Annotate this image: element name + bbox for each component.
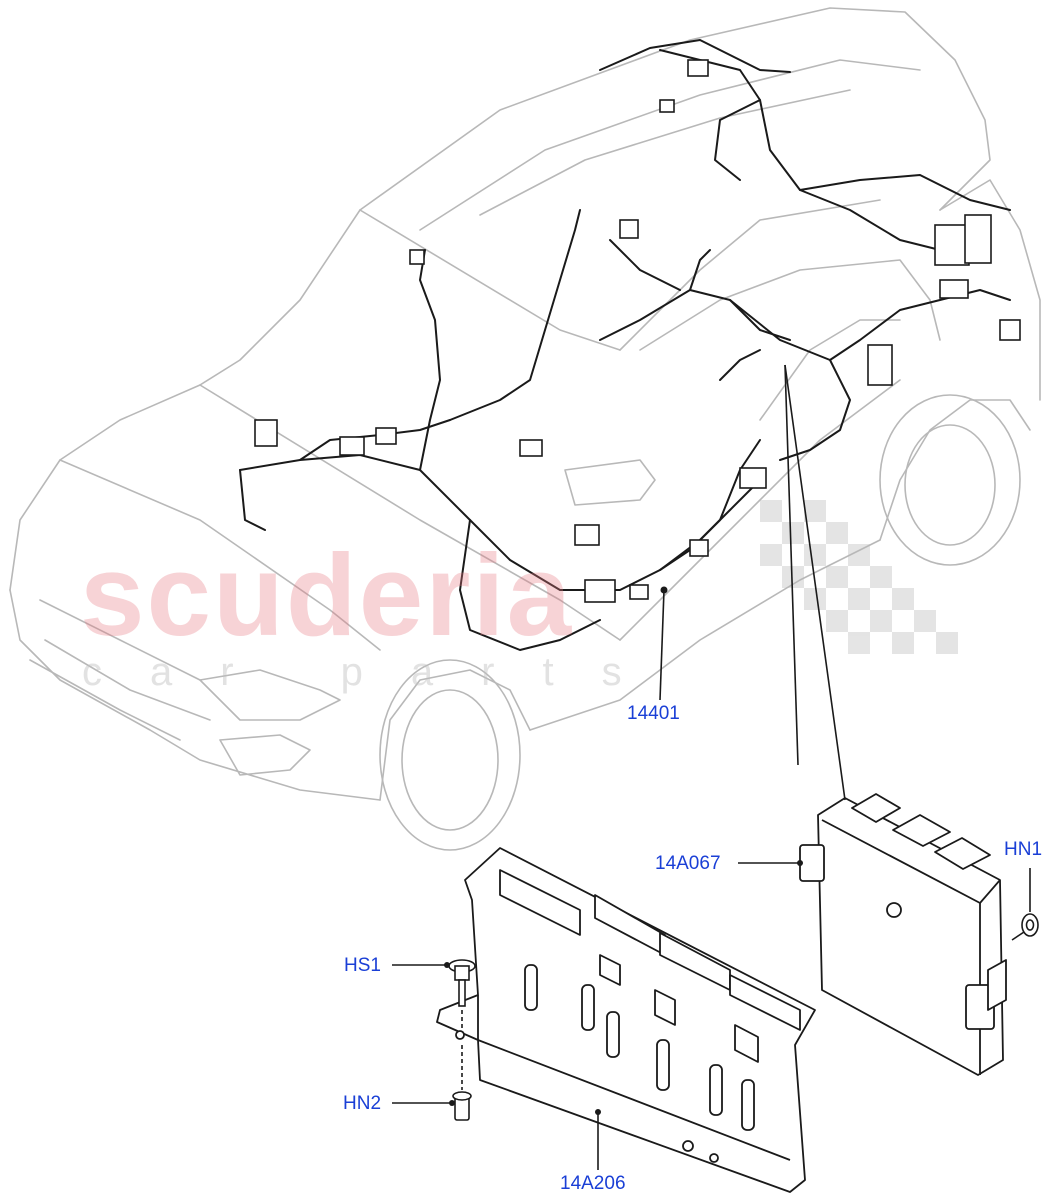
checker-watermark	[760, 500, 958, 654]
mounting-bracket	[436, 847, 816, 1193]
leader-dots	[444, 586, 803, 1115]
callout-harness[interactable]: 14401	[627, 703, 680, 724]
vehicle-outline	[9, 7, 1041, 851]
callout-stud[interactable]: HS1	[344, 955, 381, 976]
wiring-harness	[239, 39, 1011, 651]
hs1-stud	[448, 959, 476, 1030]
callout-nut-bracket[interactable]: HN2	[343, 1093, 382, 1114]
harness-connectors	[254, 59, 1021, 603]
control-module	[799, 793, 1007, 1076]
leader-lines	[392, 364, 1031, 1170]
hn2-nut	[452, 1045, 472, 1121]
hn1-nut	[1011, 913, 1039, 941]
callout-bracket[interactable]: 14A206	[560, 1173, 626, 1194]
callout-nut-module[interactable]: HN1	[1004, 839, 1043, 860]
callout-module[interactable]: 14A067	[655, 853, 721, 874]
